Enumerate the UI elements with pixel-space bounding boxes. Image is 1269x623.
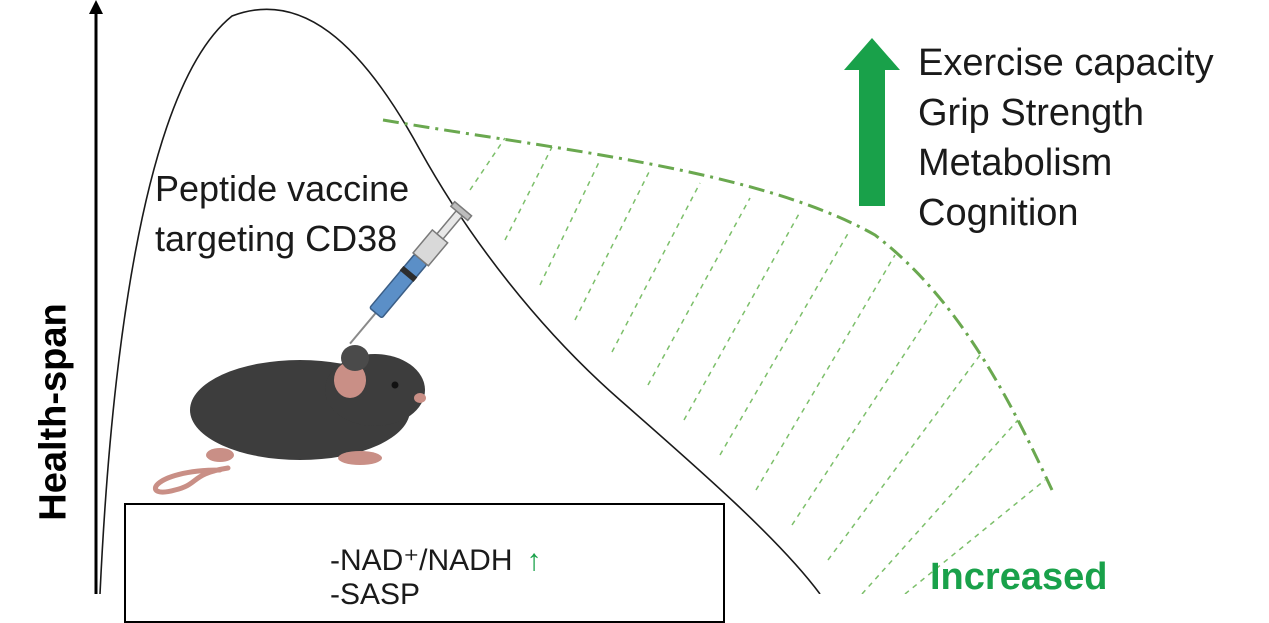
syringe-icon [349, 200, 473, 345]
up-arrow-icon [844, 38, 900, 206]
marker-sasp: -SASP [330, 578, 421, 611]
vaccine-label: Peptide vaccine targeting CD38 [155, 164, 409, 264]
benefit-item: Grip Strength [918, 92, 1144, 134]
extended-healthspan-curve [382, 118, 1054, 491]
benefits-list: Exercise capacity Grip Strength Metaboli… [918, 38, 1214, 238]
benefit-item: Cognition [918, 192, 1079, 234]
benefit-item: Exercise capacity [918, 42, 1214, 84]
baseline-healthspan-curve [99, 8, 821, 594]
healthspan-diagram [89, 0, 1054, 594]
mouse-icon [153, 345, 426, 495]
improvement-hatching [469, 137, 1046, 594]
marker-nad-text: -NAD⁺/NADH [330, 544, 513, 577]
benefit-item: Metabolism [918, 142, 1113, 184]
up-arrow-small-icon: ↑ [526, 544, 542, 577]
y-axis-arrowhead [89, 0, 103, 14]
vaccine-label-line2: targeting CD38 [155, 218, 398, 259]
vaccine-label-line1: Peptide vaccine [155, 168, 410, 209]
outcome-label: Increased [930, 556, 1108, 598]
marker-nad: -NAD⁺/NADH ↑ [330, 543, 542, 578]
y-axis-label: Health-span [32, 303, 75, 521]
